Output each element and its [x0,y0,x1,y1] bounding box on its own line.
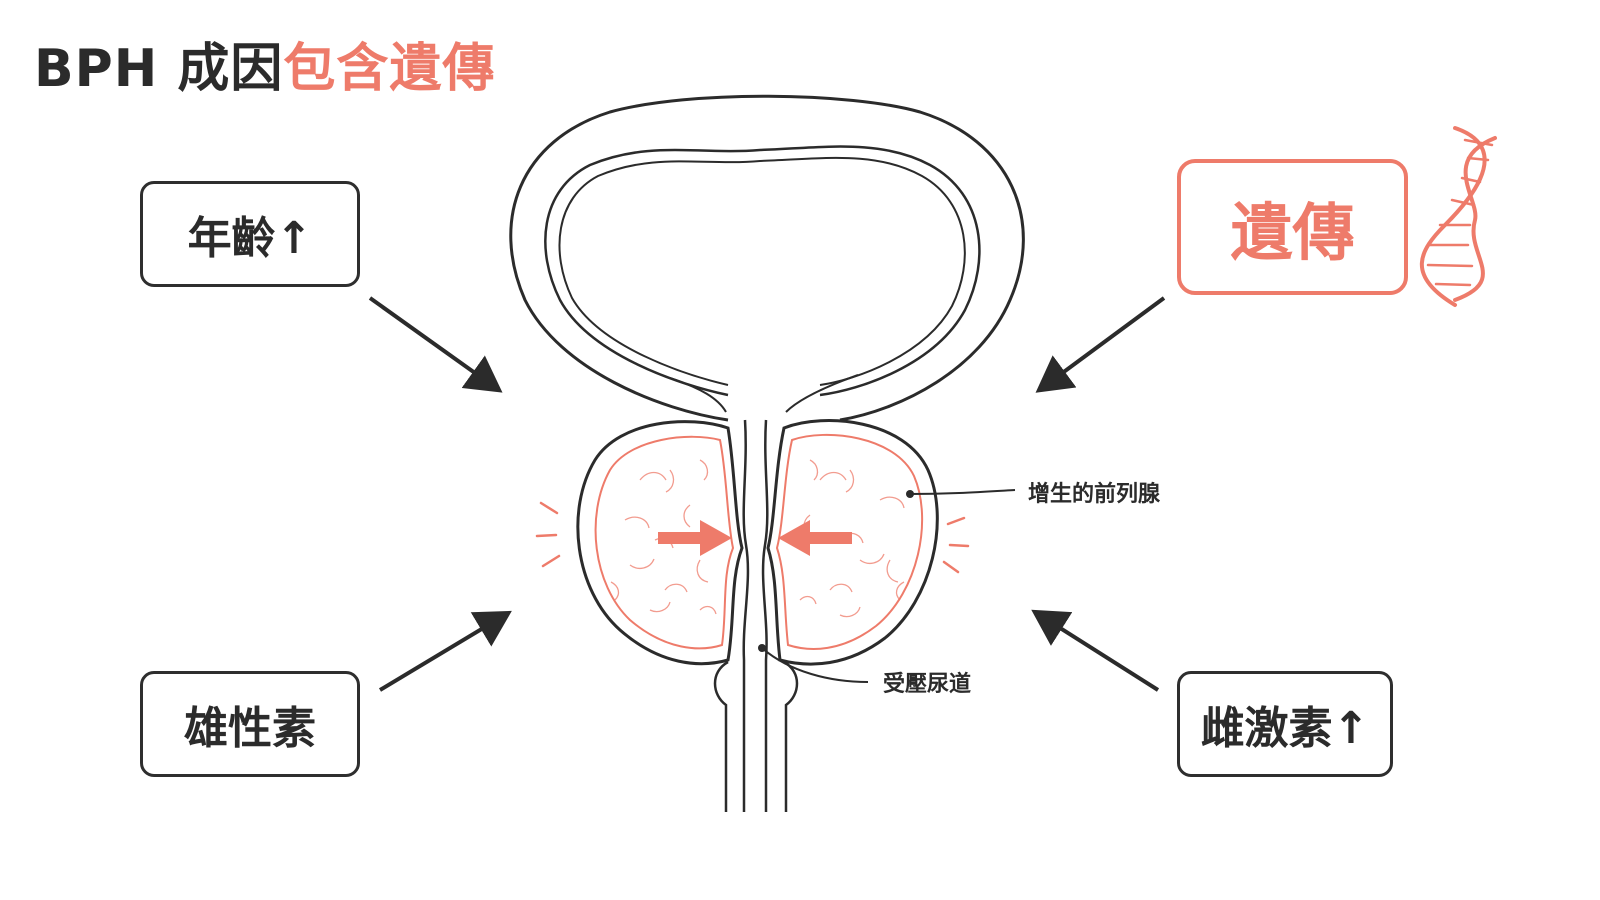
pressure-marks-right [942,516,970,574]
prostate-right-lobe-inner [775,433,924,650]
arrow-genetics [1035,296,1166,393]
label-enlarged-prostate: 增生的前列腺 [1028,482,1161,507]
page-title: BPH 成因包含遺傳 [34,26,495,101]
compression-arrow-left [658,520,732,556]
prostate-right-lobe [766,419,939,666]
arrow-androgen [378,610,512,692]
arrow-age [368,296,503,393]
prostate-left-lobe-inner [594,435,735,650]
factor-age-box: 年齡↑ [140,181,360,287]
bladder-outer-wall [509,94,1025,422]
factor-genetics-box: 遺傳 [1177,159,1408,295]
bladder-inner-wall-2 [558,156,966,386]
arrow-estrogen [1031,609,1160,692]
title-prefix: BPH 成因 [34,39,284,99]
bladder-inner-wall [544,145,981,397]
factor-estrogen-box: 雌激素↑ [1177,671,1393,777]
urethra-leader-line [761,647,869,683]
tissue-texture [610,459,905,618]
prostate-leader-line [909,489,1016,495]
bladder-neck-right [785,374,859,413]
label-compressed-urethra: 受壓尿道 [883,672,972,697]
dna-icon [1419,126,1497,307]
factor-androgen-box: 雄性素 [140,671,360,777]
bladder-neck-left [669,377,727,413]
compression-arrow-right [778,520,852,556]
title-highlight: 包含遺傳 [283,39,496,99]
pressure-marks-left [535,501,561,568]
